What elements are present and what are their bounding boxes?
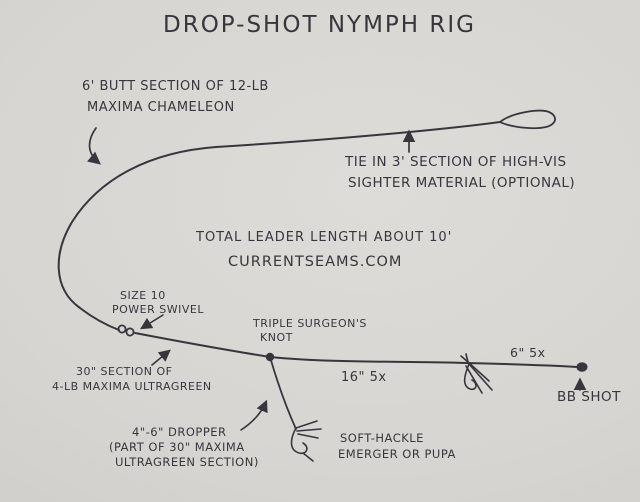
website-label: CURRENTSEAMS.COM — [228, 254, 403, 270]
ultragreen-arrow — [151, 349, 171, 366]
surgeons-knot-label-line1: TRIPLE SURGEON'S — [253, 317, 367, 330]
sighter-label-line1: TIE IN 3' SECTION OF HIGH-VIS — [345, 154, 567, 170]
leader-line-butt — [57, 121, 501, 331]
bb-shot-dot — [576, 362, 588, 372]
dropper-fly-icon — [290, 420, 322, 462]
inline-fly-icon — [460, 353, 493, 394]
swivel-arrow — [139, 314, 164, 330]
fly-label-line2: EMERGER OR PUPA — [338, 447, 456, 461]
butt-section-label-line1: 6' BUTT SECTION OF 12-LB — [82, 79, 269, 94]
page-title: DROP-SHOT NYMPH RIG — [163, 12, 476, 38]
total-length-label: TOTAL LEADER LENGTH ABOUT 10' — [196, 230, 453, 245]
dropper-label-line1: 4"-6" DROPPER — [132, 425, 227, 439]
dropper-line — [269, 356, 297, 430]
dropper-label-line2: (PART OF 30" MAXIMA — [109, 440, 245, 454]
butt-section-arrow — [87, 127, 101, 165]
fly-label-line1: SOFT-HACKLE — [340, 431, 424, 445]
bb-shot-label: BB SHOT — [557, 389, 621, 405]
butt-section-label-line2: MAXIMA CHAMELEON — [87, 100, 235, 115]
swivel-label-line2: POWER SWIVEL — [112, 303, 204, 316]
surgeons-knot-label-line2: KNOT — [260, 331, 293, 344]
dropper-label-line3: ULTRAGREEN SECTION) — [115, 455, 259, 469]
power-swivel-icon — [117, 324, 135, 337]
tippet-6-label: 6" 5x — [510, 345, 546, 360]
dropper-arrow — [240, 399, 268, 431]
sighter-label-line2: SIGHTER MATERIAL (OPTIONAL) — [348, 175, 576, 191]
perfection-loop-icon — [499, 109, 556, 130]
ultragreen-label-line1: 30" SECTION OF — [76, 365, 173, 378]
leader-line-tippet — [134, 332, 578, 368]
swivel-label-line1: SIZE 10 — [120, 289, 166, 302]
ultragreen-label-line2: 4-LB MAXIMA ULTRAGREEN — [52, 380, 212, 393]
tippet-16-label: 16" 5x — [341, 370, 387, 385]
